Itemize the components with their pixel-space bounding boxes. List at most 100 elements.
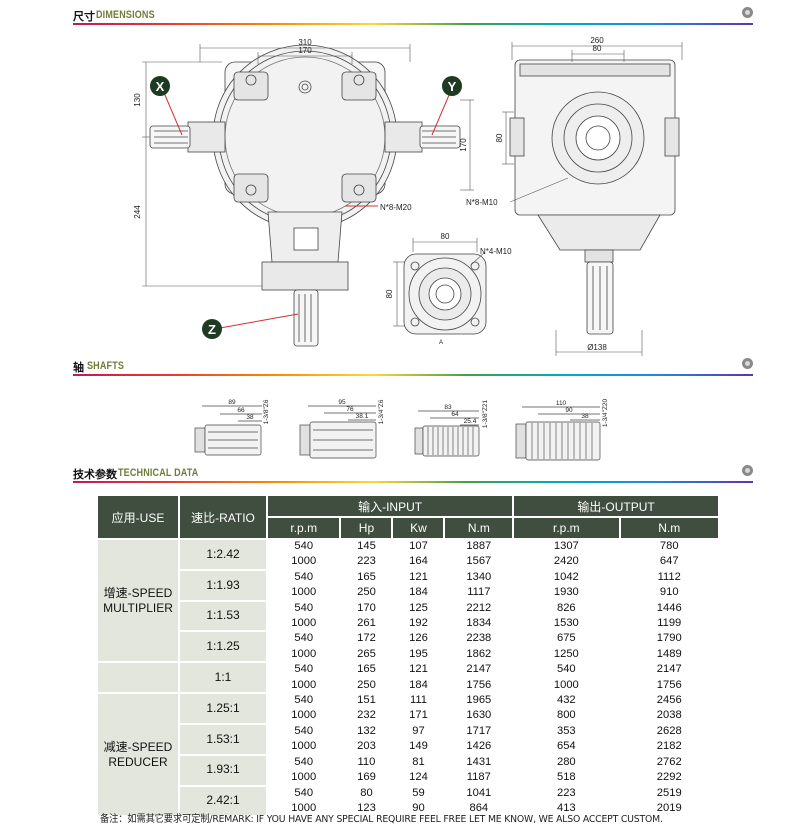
table-cell: 1000: [268, 586, 340, 600]
table-cell: 1187: [445, 771, 513, 785]
use-cn: 增速-SPEED: [103, 585, 173, 600]
table-cell: 110: [341, 755, 392, 770]
table-cell: 80: [341, 786, 392, 800]
table-cell: 540: [268, 755, 340, 770]
table-cell: 223: [341, 555, 392, 569]
shaft-4-d3: 38: [581, 413, 589, 420]
table-cell: 250: [341, 678, 392, 693]
table-cell: 107: [393, 540, 444, 554]
table-cell: 1717: [445, 724, 513, 739]
table-cell: 132: [341, 724, 392, 739]
table-cell: 780: [620, 540, 718, 554]
table-cell: 647: [620, 555, 718, 569]
table-cell: 172: [341, 632, 392, 646]
section-title-cn: 轴: [73, 361, 84, 374]
section-title-en: TECHNICAL DATA: [118, 467, 199, 479]
shaft-4-d1: 110: [556, 400, 567, 407]
shaft-4-d2: 90: [565, 407, 573, 414]
subheader-input-kw: Kw: [393, 518, 444, 538]
table-cell: 1756: [445, 678, 513, 693]
table-cell: 540: [514, 663, 619, 677]
front-dimension-lines: [142, 44, 474, 287]
table-cell: 1340: [445, 570, 513, 585]
use-en: REDUCER: [108, 754, 168, 769]
shafts-drawing: 89 66 38 1-3/8"Z6 95 76 38.1 1-3/4"Z6 83…: [194, 398, 609, 461]
table-cell: 540: [268, 570, 340, 585]
header-input: 输入-INPUT: [268, 496, 513, 516]
shaft-2-d1: 95: [338, 399, 346, 406]
bullet-icon: [742, 465, 753, 476]
table-cell: 1117: [445, 586, 513, 600]
shaft-3-d2: 64: [451, 411, 459, 418]
ratio-cell: 1:1: [180, 663, 266, 693]
side-view: [509, 59, 680, 335]
table-cell: 121: [393, 663, 444, 677]
section-header-shafts: 轴 SHAFTS: [73, 357, 753, 377]
shaft-3-d3: 25.4: [464, 418, 477, 425]
table-cell: 1930: [514, 586, 619, 600]
callout-x: X: [150, 76, 170, 96]
table-cell: 413: [514, 801, 619, 816]
table-cell: 540: [268, 786, 340, 800]
bullet-icon: [742, 358, 753, 369]
table-cell: 151: [341, 694, 392, 708]
table-cell: 540: [268, 663, 340, 677]
table-cell: 125: [393, 601, 444, 616]
use-cn: 减速-SPEED: [103, 739, 173, 754]
table-cell: 1567: [445, 555, 513, 569]
dim-244: 244: [133, 205, 142, 219]
subheader-input-nm: N.m: [445, 518, 513, 538]
table-cell: 123: [341, 801, 392, 816]
table-cell: 1000: [268, 801, 340, 816]
table-cell: 1000: [268, 709, 340, 723]
table-cell: 192: [393, 617, 444, 631]
table-cell: 124: [393, 771, 444, 785]
table-cell: 1790: [620, 632, 718, 646]
table-cell: 280: [514, 755, 619, 770]
table-cell: 184: [393, 678, 444, 693]
header-output: 输出-OUTPUT: [514, 496, 718, 516]
table-cell: 1199: [620, 617, 718, 631]
table-cell: 1000: [268, 647, 340, 662]
table-cell: 675: [514, 632, 619, 646]
section-title-en: DIMENSIONS: [96, 9, 155, 21]
table-cell: 171: [393, 709, 444, 723]
table-cell: 1000: [268, 771, 340, 785]
shaft-1-d1: 89: [228, 399, 236, 406]
table-cell: 432: [514, 694, 619, 708]
ratio-cell: 1:1.25: [180, 632, 266, 662]
table-cell: 195: [393, 647, 444, 662]
label-a-flange: A: [439, 340, 443, 346]
dim-138: Ø138: [587, 343, 607, 352]
table-cell: 1756: [620, 678, 718, 693]
table-cell: 800: [514, 709, 619, 723]
table-cell: 81: [393, 755, 444, 770]
shaft-3: [414, 410, 480, 457]
table-cell: 1834: [445, 617, 513, 631]
dim-80-right-v: 80: [495, 133, 504, 142]
table-cell: 184: [393, 586, 444, 600]
table-cell: 1489: [620, 647, 718, 662]
table-cell: 164: [393, 555, 444, 569]
header-ratio: 速比-RATIO: [180, 496, 266, 538]
subheader-input-rpm: r.p.m: [268, 518, 340, 538]
section-title-en: SHAFTS: [87, 360, 125, 372]
table-cell: 121: [393, 570, 444, 585]
dim-170-top: 170: [298, 46, 312, 55]
table-cell: 203: [341, 740, 392, 754]
table-cell: 1630: [445, 709, 513, 723]
front-view: [149, 44, 461, 347]
